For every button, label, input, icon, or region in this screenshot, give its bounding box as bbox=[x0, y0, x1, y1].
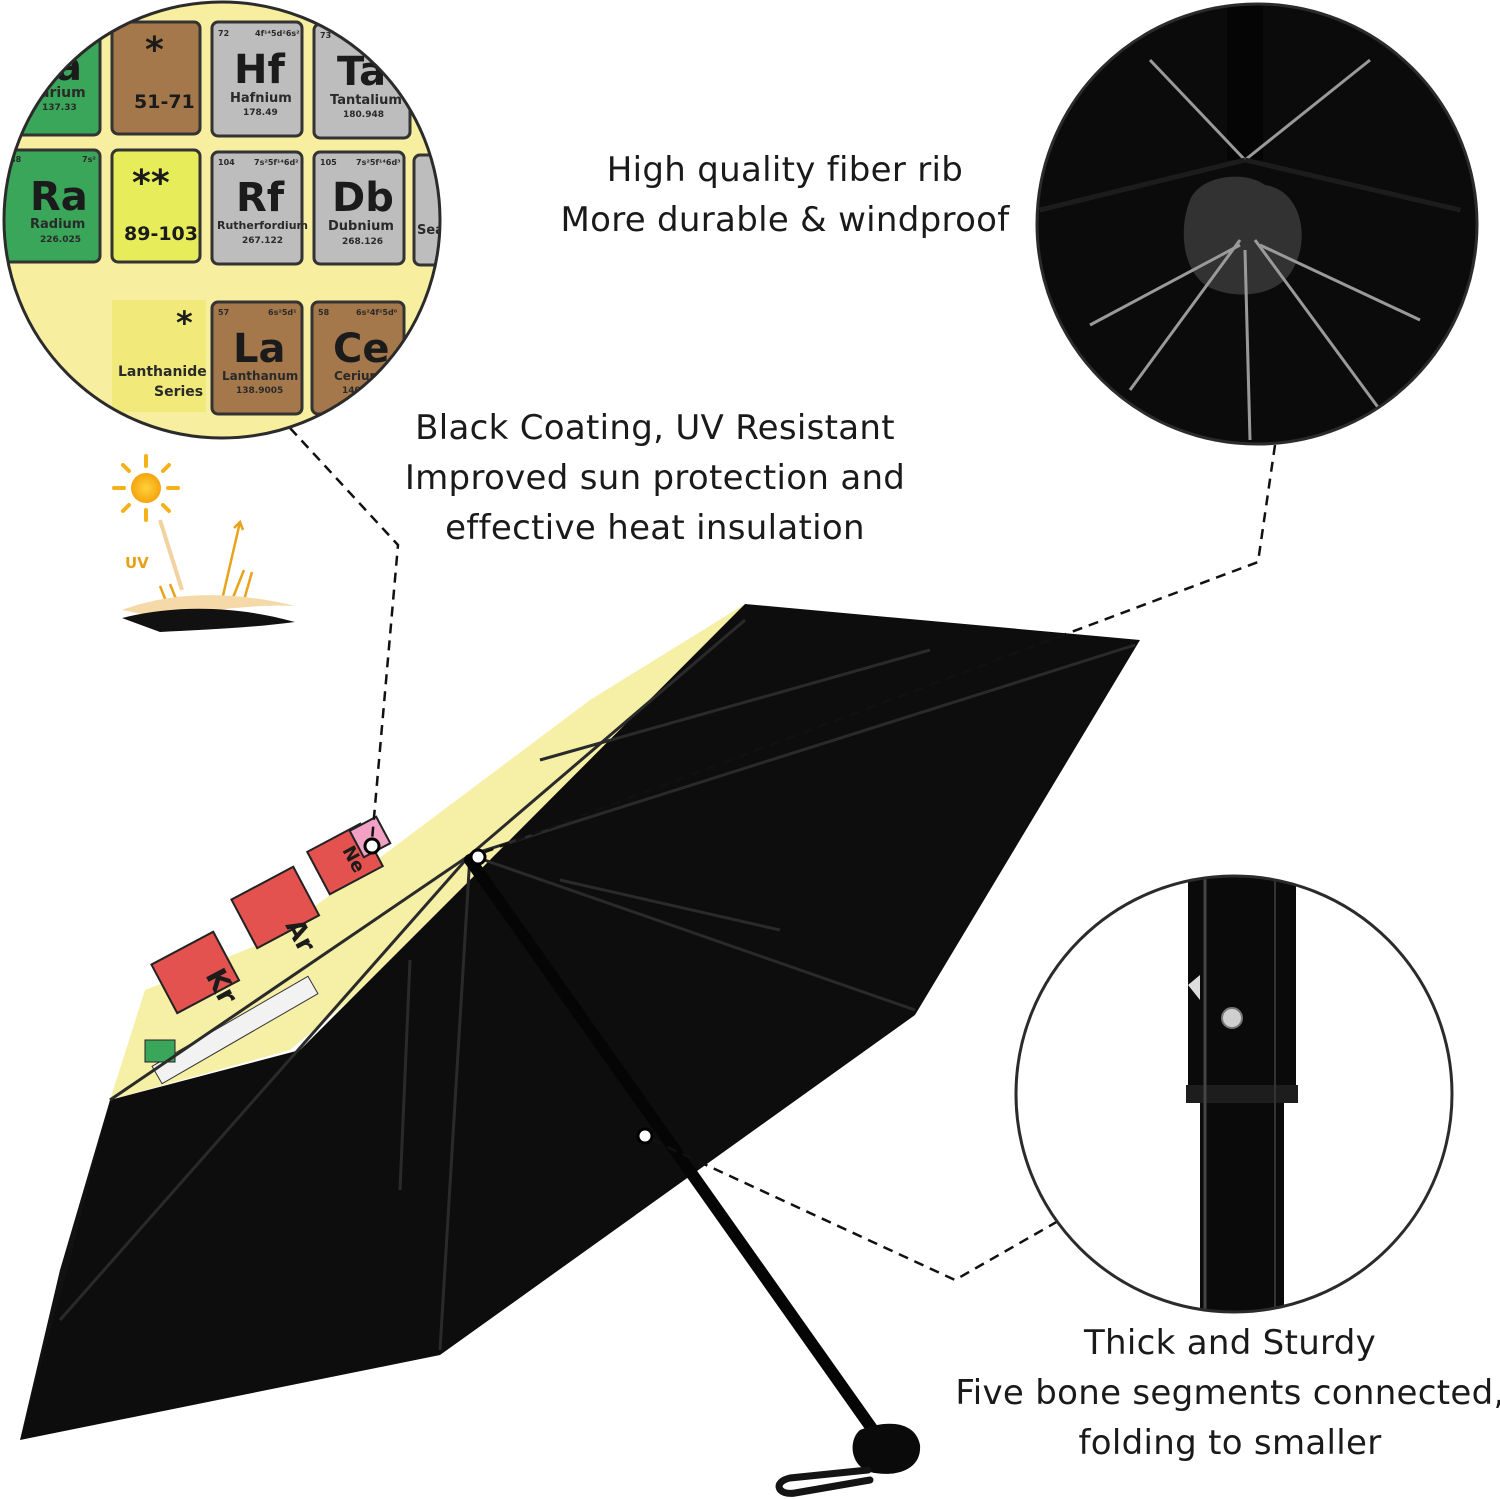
coating-caption-line-3: effective heat insulation bbox=[445, 508, 865, 548]
shaft-marker-dot bbox=[636, 1127, 654, 1145]
cell-db-number: 105 bbox=[320, 158, 337, 167]
handle-strap bbox=[775, 1466, 874, 1497]
cell-sg-partial: Sea bbox=[417, 223, 444, 238]
cell-la-number: 57 bbox=[218, 308, 229, 317]
leader-line-coating bbox=[289, 427, 400, 841]
cell-lanthanide-range: 51-71 bbox=[134, 91, 195, 113]
cell-la-symbol: La bbox=[233, 326, 285, 372]
canopy-print-panel bbox=[110, 604, 745, 1100]
umbrella-handle bbox=[852, 1423, 921, 1474]
leader-line-rib bbox=[484, 444, 1277, 854]
cell-lanthanide-series-label: Lanthanide bbox=[118, 364, 207, 380]
coating-marker-dot bbox=[363, 837, 381, 855]
uv-protection-icon: UV bbox=[112, 454, 295, 632]
cell-hf-number: 72 bbox=[218, 29, 229, 38]
sun-icon bbox=[112, 454, 180, 522]
rib-marker-dot bbox=[469, 848, 487, 866]
cell-lanthanide-series-star: * bbox=[176, 304, 193, 342]
cell-ce-number: 58 bbox=[318, 308, 330, 317]
cell-lanthanide-star: * bbox=[145, 30, 164, 71]
periodic-table-closeup: a arium 137.33 * 51-71 72 4f¹⁴5d²6s² Hf … bbox=[2, 0, 444, 440]
cell-rf-mass: 267.122 bbox=[242, 236, 283, 246]
leader-line-shaft bbox=[651, 1138, 1061, 1282]
umbrella: Ar Kr Ne bbox=[20, 604, 1140, 1497]
cell-ra-name: Radium bbox=[30, 217, 85, 232]
cell-rf-symbol: Rf bbox=[236, 175, 285, 221]
coating-caption-line-1: Black Coating, UV Resistant bbox=[415, 408, 895, 448]
rib-caption-line-2: More durable & windproof bbox=[560, 200, 1010, 240]
sturdy-caption-line-2: Five bone segments connected, bbox=[955, 1373, 1500, 1413]
cell-rf-config: 7s²5f¹⁴6d² bbox=[254, 158, 299, 167]
canopy-periodic-print: Ar Kr Ne bbox=[144, 815, 392, 1085]
shaft-closeup bbox=[1014, 874, 1454, 1314]
rib-closeup bbox=[1035, 2, 1479, 446]
cell-ce-mass: 140 bbox=[342, 386, 361, 396]
cell-la-name: Lanthanum bbox=[222, 369, 298, 383]
uv-label: UV bbox=[125, 554, 149, 572]
cell-ra-number: 88 bbox=[10, 155, 22, 164]
rib-caption: High quality fiber rib More durable & wi… bbox=[540, 145, 1030, 245]
cell-rf-name: Rutherfordium bbox=[217, 219, 308, 232]
leader-lines bbox=[289, 427, 1277, 1282]
cell-ba-mass: 137.33 bbox=[42, 103, 77, 113]
cell-lanthanide-series-label-2: Series bbox=[154, 384, 203, 400]
cell-ce-symbol: Ce bbox=[333, 326, 389, 372]
cell-ce-config: 6s²4f²5d⁰ bbox=[356, 308, 398, 317]
sturdy-caption-line-3: folding to smaller bbox=[1078, 1423, 1382, 1463]
cell-actinide-range: 89-103 bbox=[124, 223, 198, 245]
umbrella-ribs bbox=[58, 618, 1136, 1351]
sturdy-caption-line-1: Thick and Sturdy bbox=[1083, 1323, 1377, 1363]
cell-hf-symbol: Hf bbox=[234, 47, 285, 93]
cell-ra-config: 7s² bbox=[82, 155, 96, 164]
cell-rf-number: 104 bbox=[218, 158, 235, 167]
cell-la-config: 6s²5d¹ bbox=[268, 308, 297, 317]
cell-db-name: Dubnium bbox=[328, 219, 394, 234]
cell-ba-name: arium bbox=[40, 85, 86, 101]
cell-ta-mass: 180.948 bbox=[343, 110, 384, 120]
cell-actinide-stars: ** bbox=[132, 163, 170, 204]
sturdy-caption: Thick and Sturdy Five bone segments conn… bbox=[950, 1318, 1500, 1468]
cell-hf-mass: 178.49 bbox=[243, 108, 278, 118]
cell-ta-symbol: Ta bbox=[337, 49, 386, 95]
coating-caption-line-2: Improved sun protection and bbox=[404, 458, 906, 498]
cell-db-config: 7s²5f¹⁴6d³ bbox=[356, 158, 401, 167]
cell-db-mass: 268.126 bbox=[342, 237, 383, 247]
cell-hf-name: Hafnium bbox=[230, 91, 292, 106]
cell-la-mass: 138.9005 bbox=[236, 386, 283, 396]
cell-ta-name: Tantalium bbox=[330, 93, 402, 108]
cell-hf-config: 4f¹⁴5d²6s² bbox=[255, 29, 300, 38]
cell-ta-number: 73 bbox=[320, 31, 331, 40]
cell-db-symbol: Db bbox=[332, 175, 394, 221]
rib-caption-line-1: High quality fiber rib bbox=[606, 150, 964, 190]
coating-caption: Black Coating, UV Resistant Improved sun… bbox=[390, 403, 920, 553]
cell-ra-symbol: Ra bbox=[30, 174, 88, 220]
cell-ra-mass: 226.025 bbox=[40, 235, 81, 245]
